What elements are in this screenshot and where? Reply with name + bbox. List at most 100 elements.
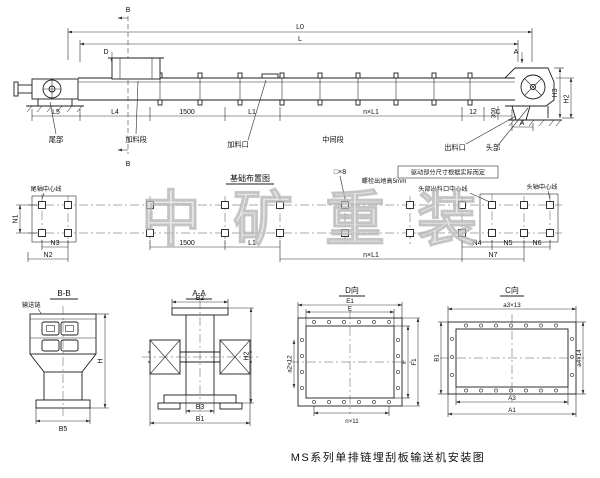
elevation-chain-dims: L5 L4 1500 L1 n×L1 12 C A [31,107,534,131]
aa-section-shape [142,300,258,416]
head-cl-text: 头轴中心线 [527,183,558,191]
dim-h3-label: H3 [552,88,559,97]
head-bolt-group [479,193,559,243]
section-b-top-label: B [126,7,131,14]
dim-h-label: H [98,358,105,363]
head-housing [504,67,555,107]
dim-h2-aa-label: H2 [244,351,251,360]
head-ground-hatch [508,119,562,127]
chain-link [60,321,79,336]
dim-a4x14-label: a4×14 [576,349,583,367]
drawing-title: MS系列单排链埋刮板输送机安装图 [291,450,486,464]
dim-1500-label: 1500 [179,109,195,116]
dim-n4-label: N4 [473,240,482,247]
discharge-chute [511,105,531,121]
d-dims: E1 E F F1 a2×12 n×11 [287,298,420,425]
anchor-bolts [38,201,554,237]
c-dims: a3×13 a4×14 B1 A3 A1 [434,302,586,417]
section-b-bottom-label: B [126,161,131,168]
tail-section [13,78,84,113]
dim-nxl1-label: n×L1 [363,109,379,116]
feed-inlet-opening [261,73,279,79]
dim-l-label: L [298,36,302,43]
dim-l0: L0 [67,24,533,62]
dim-n2-label: N2 [44,252,53,259]
aa-dims: B2 H2 B3 B1 [149,295,254,426]
view-aa-title: A-A [192,289,206,298]
dim-e-label: E [348,306,352,313]
bb-section-shape [29,306,97,416]
dim-l: L [79,36,519,62]
bolt-height-note: 螺栓出地高5mm [362,177,407,185]
dim-b1-c-label: B1 [434,354,441,362]
plan-dim-l1-label: L1 [248,240,256,247]
dim-e1-label: E1 [346,298,354,305]
dim-n7-label: N7 [489,252,498,259]
chain-link [41,321,60,336]
head-centerline-label: 头轴中心线 [527,183,558,200]
view-d: D向 E1 E F F1 a2×12 n×11 [287,285,420,425]
view-c-title: C向 [505,285,519,295]
feed-section-label: 加料段 [125,135,147,144]
elevation-right-dims: H3 H2 300 [491,67,574,120]
plan-title: 基础布置图 [230,173,270,183]
dim-b1-aa-label: B1 [196,416,205,423]
c-bolt-holes [450,323,574,393]
dim-n6-label: N6 [533,240,542,247]
dim-l1-label: L1 [248,109,256,116]
dim-a2x12-label: a2×12 [287,355,294,373]
c-flange-shape [440,314,584,402]
view-bb-title: B-B [57,289,70,298]
dim-a-small-label: A [520,120,525,127]
tail-centerline-label: 尾轴中心线 [31,185,62,200]
dim-a3-label: A3 [508,395,516,402]
discharge-label: 出料口 [444,143,466,152]
dim-l5-label: L5 [52,109,60,116]
tail-cl-text: 尾轴中心线 [31,185,62,193]
plan-dim-nxl1-label: n×L1 [363,252,379,259]
drive-note: 驱动部分尺寸根据实际而定 [411,169,485,177]
dim-n1-label: N1 [13,214,20,223]
head-label: 头部 [486,143,500,152]
dim-a3x13-label: a3×13 [503,302,521,309]
tail-label: 尾部 [49,135,63,144]
bolt-size-note: □×8 [334,169,346,176]
view-d-label: D [103,49,108,56]
view-bb: B-B 输送链 H B5 [22,289,109,433]
dim-l0-label: L0 [296,24,304,31]
dim-h2-label: H2 [564,94,571,103]
dim-f1-label: F1 [411,358,418,366]
dim-a1-label: A1 [508,407,516,414]
tail-bolt-group [31,195,77,243]
anchor-bolt-note: □×8 螺栓出地高5mm [334,169,407,200]
conveyor-chain-label: 输送链 [22,301,41,309]
section-line-b: B B [117,7,131,168]
plan-dim-1500-label: 1500 [179,240,195,247]
view-a-label: A [514,49,519,56]
head-section [504,67,562,127]
feed-inlet-label: 加料口 [227,140,249,149]
middle-section-label: 中间段 [322,135,344,144]
d-bolt-holes [300,320,400,404]
dim-nx11-label: n×11 [345,418,359,425]
dim-f-label: F [401,360,408,364]
dim-b2-label: B2 [196,295,205,302]
drive-note-box: 驱动部分尺寸根据实际而定 [397,165,499,179]
elevation-part-labels: 尾部 加料段 加料口 中间段 出料口 头部 [49,79,529,152]
bb-dims: H B5 [35,313,109,433]
dim-b3-label: B3 [196,404,205,411]
view-marker-d: D [103,49,114,64]
feed-hopper [108,57,164,80]
dim-l4-label: L4 [111,109,119,116]
view-d-title: D向 [345,285,359,295]
dim-b5-label: B5 [59,426,68,433]
watermark: 中矿重装 [141,186,509,253]
view-marker-a: A [514,49,524,64]
plan-dims: N1 N3 1500 L1 N4 N5 N6 N2 n×L1 N7 [13,204,551,262]
dim-n5-label: N5 [504,240,513,247]
view-c: C向 a3×13 a4×14 B1 A3 A1 [434,285,586,417]
elevation-view: B B L0 L D A [13,7,574,168]
head-sprocket [520,74,546,100]
